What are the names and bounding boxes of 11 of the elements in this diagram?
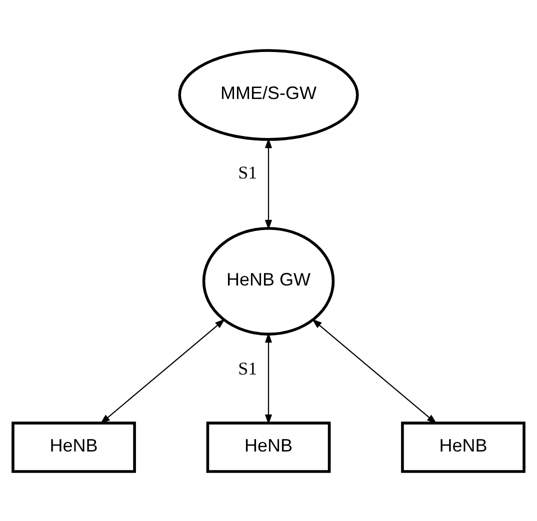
arrow [312,318,437,424]
arrow [264,332,272,424]
edge-label: S1 [238,358,258,378]
arrow [264,138,272,230]
node-box: HeNB [12,421,136,472]
arrow [100,318,226,424]
edge-label: S1 [238,162,258,182]
node-box: HeNB [206,421,331,472]
node-box: HeNB [401,421,526,472]
node-ellipse: MME/S-GW [178,48,359,140]
node-ellipse: HeNB GW [202,226,335,336]
